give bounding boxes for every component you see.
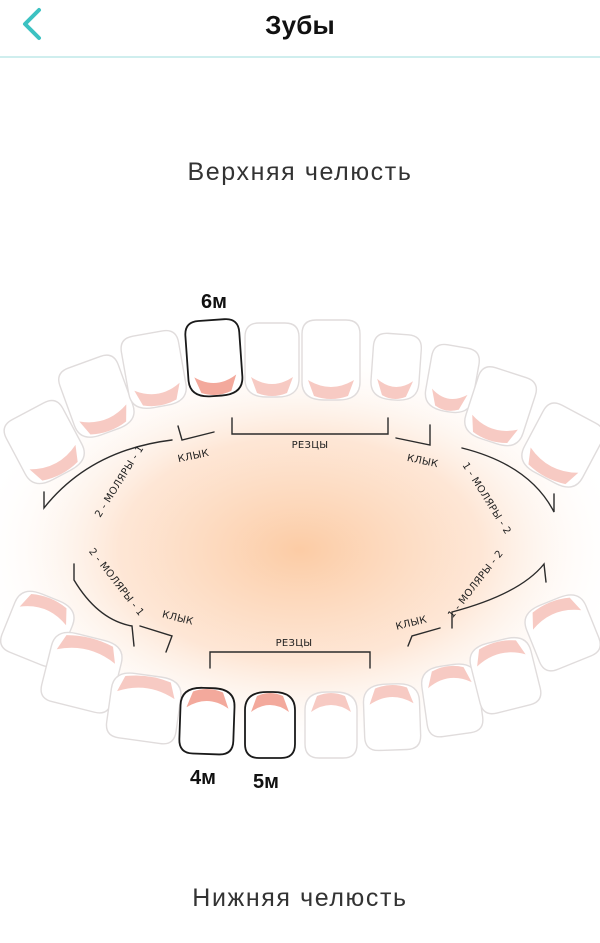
- lower-tooth-4[interactable]: [178, 686, 236, 756]
- lower-tooth-10[interactable]: [520, 589, 600, 674]
- gum-band: [477, 640, 526, 667]
- upper-bracket-canine-left: [177, 425, 215, 441]
- page-title: Зубы: [265, 10, 335, 40]
- lower-teeth: [0, 589, 600, 759]
- upper-tooth-10[interactable]: [516, 399, 600, 494]
- gum-band: [194, 374, 237, 395]
- back-button[interactable]: [14, 6, 50, 42]
- tooth-crown: [120, 329, 187, 409]
- tooth-crown: [301, 319, 361, 401]
- tooth-crown: [178, 686, 236, 756]
- chevron-left-icon: [23, 8, 41, 40]
- mouth-glow: [0, 345, 600, 755]
- tooth-crown: [244, 691, 296, 759]
- upper-tooth-6[interactable]: [301, 319, 361, 401]
- lower-tooth-6[interactable]: [304, 691, 358, 759]
- lower-bracket-canine-right: [407, 627, 441, 647]
- gum-band: [29, 444, 78, 481]
- gum-band: [134, 382, 180, 407]
- gum-band: [472, 414, 518, 443]
- lower-tooth-7[interactable]: [362, 683, 422, 752]
- upper-tooth-3[interactable]: [119, 329, 189, 412]
- gum-band: [528, 447, 579, 485]
- tooth-crown: [420, 663, 484, 738]
- lower-label-incisors: РЕЗЦЫ: [276, 638, 313, 649]
- lower-bracket-molars-left: [73, 563, 135, 647]
- upper-jaw-title: Верхняя челюсть: [187, 158, 413, 186]
- gum-band: [251, 693, 289, 712]
- gum-band: [377, 378, 414, 399]
- gum-band: [251, 377, 293, 396]
- upper-teeth: [0, 318, 600, 494]
- gum-band: [19, 593, 67, 626]
- lower-bracket-molars-right: [451, 562, 547, 629]
- upper-bracket-incisors: [231, 417, 389, 435]
- tooth-crown: [184, 318, 244, 398]
- lower-eruption-age: 5м: [253, 771, 279, 793]
- lower-tooth-3[interactable]: [105, 670, 184, 745]
- upper-tooth-1[interactable]: [0, 396, 90, 490]
- upper-bracket-molars-right: [461, 447, 555, 513]
- gum-band: [79, 404, 127, 435]
- gum-band: [56, 635, 115, 664]
- upper-eruption-age: 6м: [201, 291, 227, 313]
- lower-bracket-incisors: [209, 651, 371, 669]
- gum-band: [311, 693, 351, 712]
- gum-band: [428, 665, 472, 689]
- upper-bracket-molars-left: [43, 439, 173, 511]
- group-brackets: [43, 417, 555, 669]
- gum-band: [308, 380, 354, 399]
- lower-tooth-5[interactable]: [244, 691, 296, 759]
- gum-band: [186, 689, 229, 709]
- upper-tooth-2[interactable]: [55, 352, 139, 443]
- gum-band: [532, 597, 582, 630]
- eruption-ages: 6м 4м 5м: [190, 291, 279, 793]
- gum-band: [369, 685, 414, 705]
- tooth-crown: [304, 691, 358, 759]
- upper-bracket-canine-right: [395, 424, 431, 446]
- gum-band: [432, 388, 468, 411]
- upper-label-incisors: РЕЗЦЫ: [292, 440, 329, 451]
- app-header: Зубы: [0, 0, 600, 58]
- upper-tooth-7[interactable]: [370, 332, 422, 401]
- lower-bracket-canine-left: [139, 625, 173, 653]
- upper-tooth-5[interactable]: [244, 322, 300, 398]
- gum-band: [117, 675, 175, 700]
- lower-tooth-8[interactable]: [419, 661, 484, 738]
- upper-tooth-9[interactable]: [460, 363, 539, 450]
- tooth-crown: [244, 322, 300, 398]
- lower-eruption-age: 4м: [190, 767, 216, 789]
- upper-tooth-4[interactable]: [184, 318, 244, 398]
- lower-jaw-title: Нижняя челюсть: [192, 884, 408, 912]
- tooth-crown: [362, 683, 422, 752]
- lower-tooth-9[interactable]: [466, 634, 543, 717]
